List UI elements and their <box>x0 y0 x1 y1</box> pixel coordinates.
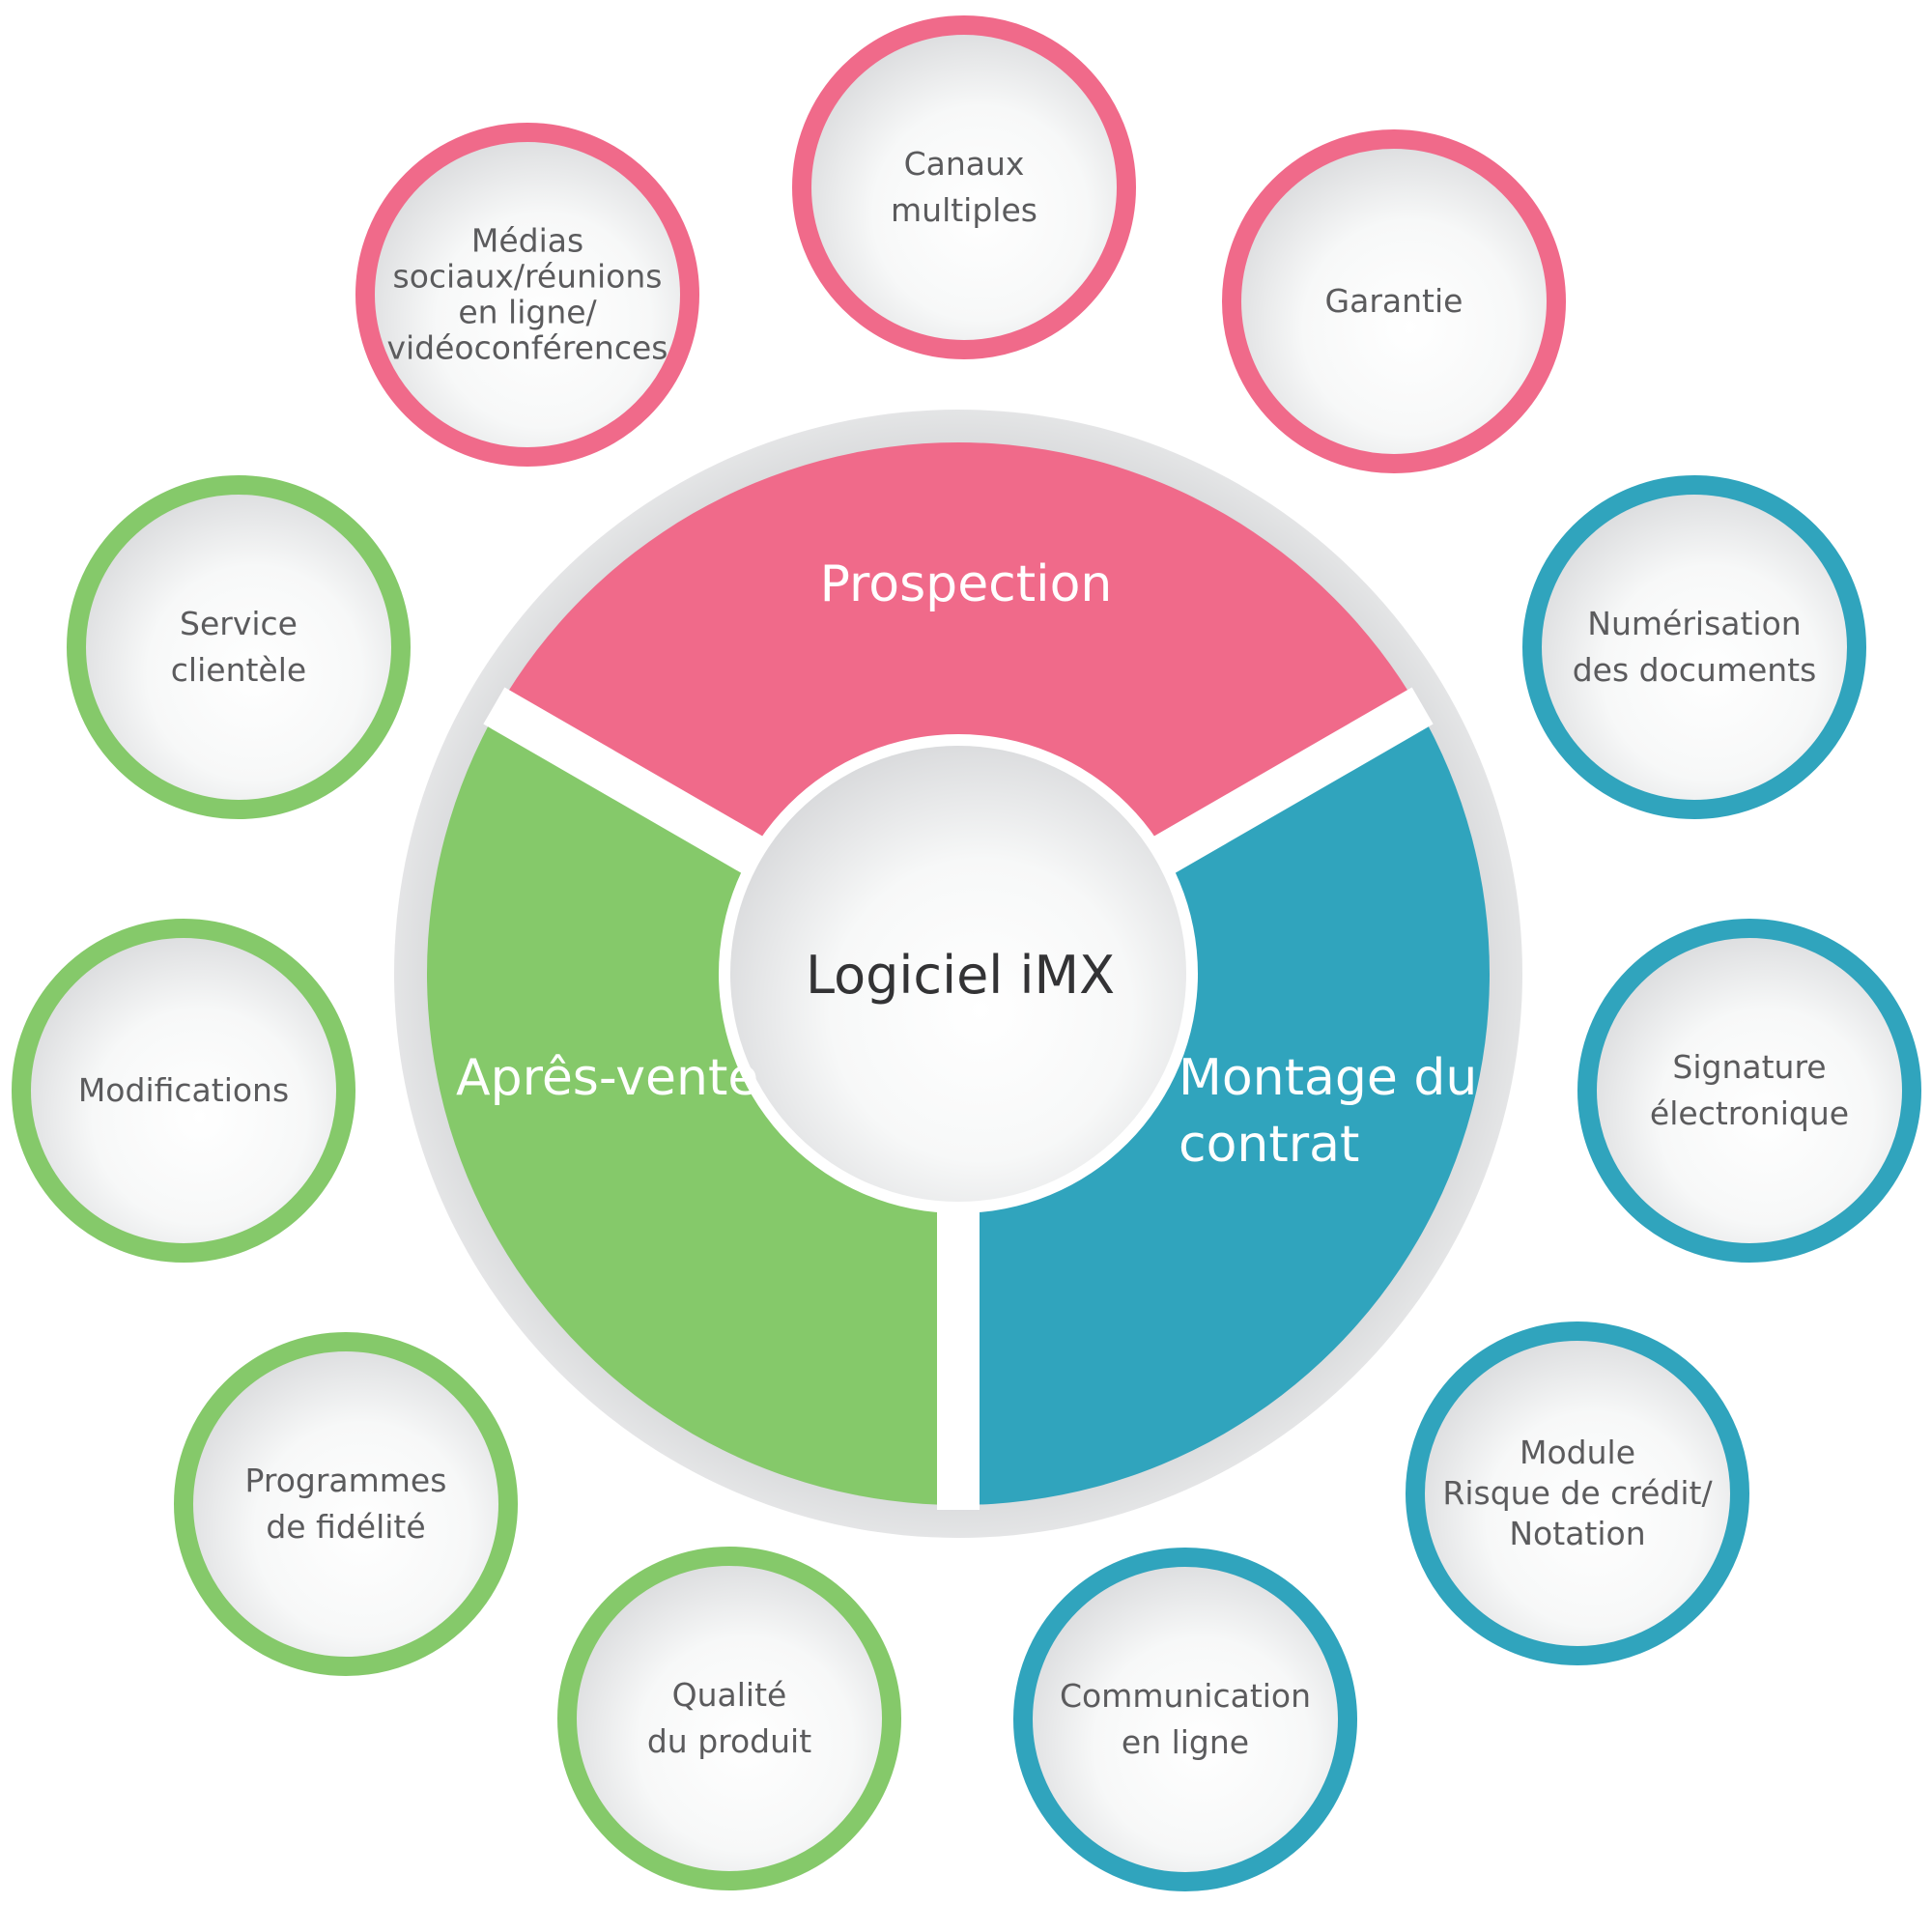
node-label-line: vidéoconférences <box>386 329 668 367</box>
node-label-line: Service <box>180 605 298 642</box>
node-label-line: du produit <box>647 1722 811 1760</box>
node-bubble[interactable] <box>1522 475 1866 819</box>
node-label-line: Communication <box>1060 1677 1311 1715</box>
central-wheel: Logiciel iMX Prospection Aprês-vente Mon… <box>394 410 1522 1538</box>
node-bubble[interactable] <box>12 919 355 1263</box>
node-programmes[interactable]: Programmes de fidélité <box>174 1332 518 1676</box>
node-label-line: Modifications <box>78 1071 289 1109</box>
node-canaux[interactable]: Canaux multiples <box>792 15 1136 359</box>
node-garantie[interactable]: Garantie <box>1222 129 1566 473</box>
node-signature[interactable]: Signature électronique <box>1577 919 1921 1263</box>
node-modifications[interactable]: Modifications <box>12 919 355 1263</box>
node-bubble[interactable] <box>174 1332 518 1676</box>
node-bubble[interactable] <box>1013 1548 1357 1891</box>
node-bubble[interactable] <box>1406 1321 1749 1665</box>
node-label-line: Qualité <box>672 1676 787 1714</box>
segment-label-montage-line1: Montage du <box>1179 1049 1477 1107</box>
node-label-line: sociaux/réunions <box>393 258 663 296</box>
node-bubble[interactable] <box>1222 129 1566 473</box>
node-bubble[interactable] <box>792 15 1136 359</box>
node-label-line: Programmes <box>245 1462 447 1499</box>
node-label-line: Risque de crédit/ <box>1442 1474 1713 1512</box>
center-label: Logiciel iMX <box>806 945 1115 1006</box>
node-label-line: Signature <box>1672 1048 1826 1086</box>
node-label-line: Numérisation <box>1587 605 1801 642</box>
node-bubble[interactable] <box>355 123 699 467</box>
node-label-line: multiples <box>891 191 1037 229</box>
node-label-line: Médias <box>471 222 583 260</box>
segment-label-prospection: Prospection <box>820 555 1113 613</box>
node-label-line: Module <box>1520 1434 1635 1471</box>
node-label-line: Notation <box>1509 1515 1645 1552</box>
node-label-line: Canaux <box>904 145 1025 183</box>
node-label-line: des documents <box>1573 651 1817 689</box>
node-label-line: clientèle <box>171 651 306 689</box>
node-label-line: Garantie <box>1325 282 1463 320</box>
node-communication[interactable]: Communication en ligne <box>1013 1548 1357 1891</box>
node-bubble[interactable] <box>1577 919 1921 1263</box>
node-bubble[interactable] <box>557 1547 901 1890</box>
node-qualite[interactable]: Qualité du produit <box>557 1547 901 1890</box>
center-hub[interactable] <box>730 746 1186 1202</box>
node-label-line: en ligne/ <box>458 294 597 331</box>
segment-label-apres-vente: Aprês-vente <box>456 1049 758 1107</box>
node-label-line: de fidélité <box>266 1508 425 1546</box>
node-service[interactable]: Service clientèle <box>67 475 411 819</box>
node-numerisation[interactable]: Numérisation des documents <box>1522 475 1866 819</box>
node-bubble[interactable] <box>67 475 411 819</box>
node-label-line: en ligne <box>1122 1723 1249 1761</box>
segment-label-montage-line2: contrat <box>1179 1116 1359 1174</box>
node-label-line: électronique <box>1650 1094 1849 1132</box>
